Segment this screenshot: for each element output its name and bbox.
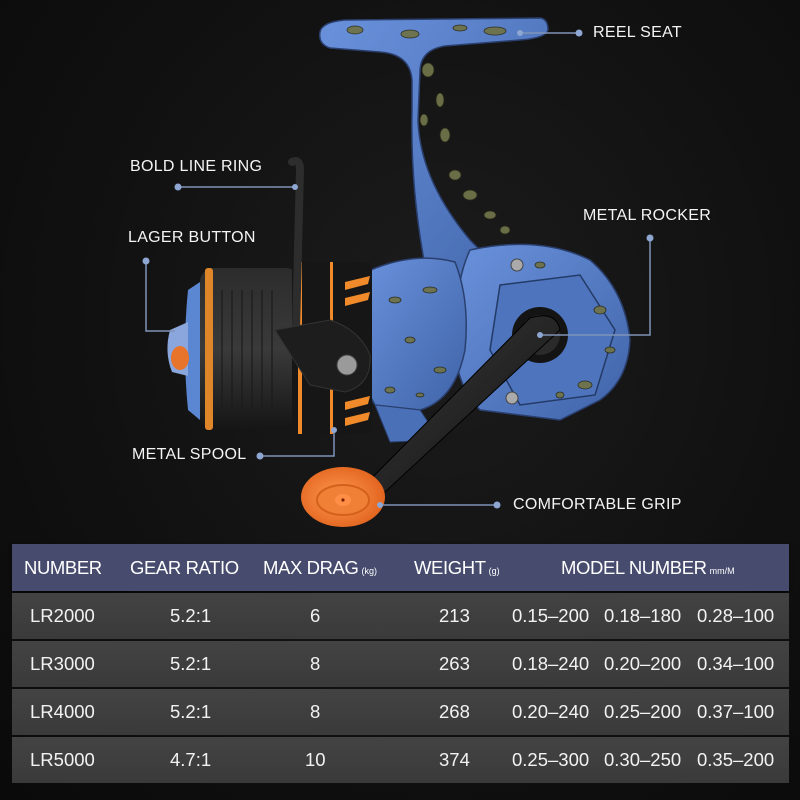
cell-line-1: 0.25–300 — [512, 749, 590, 770]
header-number: NUMBER — [24, 556, 102, 578]
cell-weight: 374 — [439, 749, 470, 770]
leader-lines — [145, 32, 651, 506]
header-weight-label: WEIGHT — [414, 556, 486, 578]
cell-weight: 268 — [439, 701, 470, 722]
cell-weight: 263 — [439, 653, 470, 674]
cell-weight: 213 — [439, 605, 470, 626]
product-illustration: REEL SEAT BOLD LINE RING LAGER BUTTON ME… — [128, 17, 712, 527]
cell-line-3: 0.37–100 — [697, 701, 775, 722]
cell-number: LR2000 — [30, 605, 95, 626]
table-row: LR2000 5.2:1 6 213 0.15–200 0.18–180 0.2… — [12, 593, 789, 639]
cell-line-1: 0.20–240 — [512, 701, 590, 722]
header-max-drag-label: MAX DRAG — [263, 556, 359, 578]
callout-reel-seat: REEL SEAT — [593, 24, 682, 41]
cell-line-1: 0.15–200 — [512, 605, 590, 626]
cell-number: LR3000 — [30, 653, 95, 674]
header-max-drag-unit: (kg) — [361, 565, 377, 576]
spec-table: NUMBER GEAR RATIO MAX DRAG(kg) WEIGHT(g)… — [12, 544, 789, 783]
callout-comfortable-grip: COMFORTABLE GRIP — [513, 496, 682, 513]
cell-max-drag: 10 — [305, 749, 326, 770]
cell-gear-ratio: 5.2:1 — [170, 701, 212, 722]
callout-bold-line-ring: BOLD LINE RING — [130, 158, 263, 175]
cell-number: LR5000 — [30, 749, 95, 770]
table-row: LR5000 4.7:1 10 374 0.25–300 0.30–250 0.… — [12, 737, 789, 783]
header-weight-unit: (g) — [488, 565, 500, 576]
cell-line-1: 0.18–240 — [512, 653, 590, 674]
table-row: LR4000 5.2:1 8 268 0.20–240 0.25–200 0.3… — [12, 689, 789, 735]
cell-line-2: 0.25–200 — [604, 701, 682, 722]
cell-max-drag: 8 — [310, 701, 321, 722]
cell-line-2: 0.30–250 — [604, 749, 682, 770]
cell-number: LR4000 — [30, 701, 95, 722]
callout-metal-rocker: METAL ROCKER — [583, 207, 712, 224]
cell-line-3: 0.35–200 — [697, 749, 775, 770]
cell-gear-ratio: 5.2:1 — [170, 605, 212, 626]
callout-metal-spool: METAL SPOOL — [132, 446, 247, 463]
table-row: LR3000 5.2:1 8 263 0.18–240 0.20–200 0.3… — [12, 641, 789, 687]
cell-line-2: 0.20–200 — [604, 653, 682, 674]
cell-line-3: 0.28–100 — [697, 605, 775, 626]
header-gear-ratio: GEAR RATIO — [130, 556, 239, 578]
table-header: NUMBER GEAR RATIO MAX DRAG(kg) WEIGHT(g)… — [12, 544, 789, 591]
cell-max-drag: 6 — [310, 605, 321, 626]
header-model-number-label: MODEL NUMBER — [561, 556, 707, 578]
cell-gear-ratio: 4.7:1 — [170, 749, 212, 770]
cell-gear-ratio: 5.2:1 — [170, 653, 212, 674]
cell-max-drag: 8 — [310, 653, 321, 674]
spinning-reel-icon — [142, 17, 654, 527]
callout-lager-button: LAGER BUTTON — [128, 229, 256, 246]
header-max-drag: MAX DRAG(kg) — [263, 557, 377, 579]
header-weight: WEIGHT(g) — [414, 557, 500, 579]
header-model-number-unit: mm/M — [709, 565, 735, 576]
cell-line-2: 0.18–180 — [604, 605, 682, 626]
cell-line-3: 0.34–100 — [697, 653, 775, 674]
